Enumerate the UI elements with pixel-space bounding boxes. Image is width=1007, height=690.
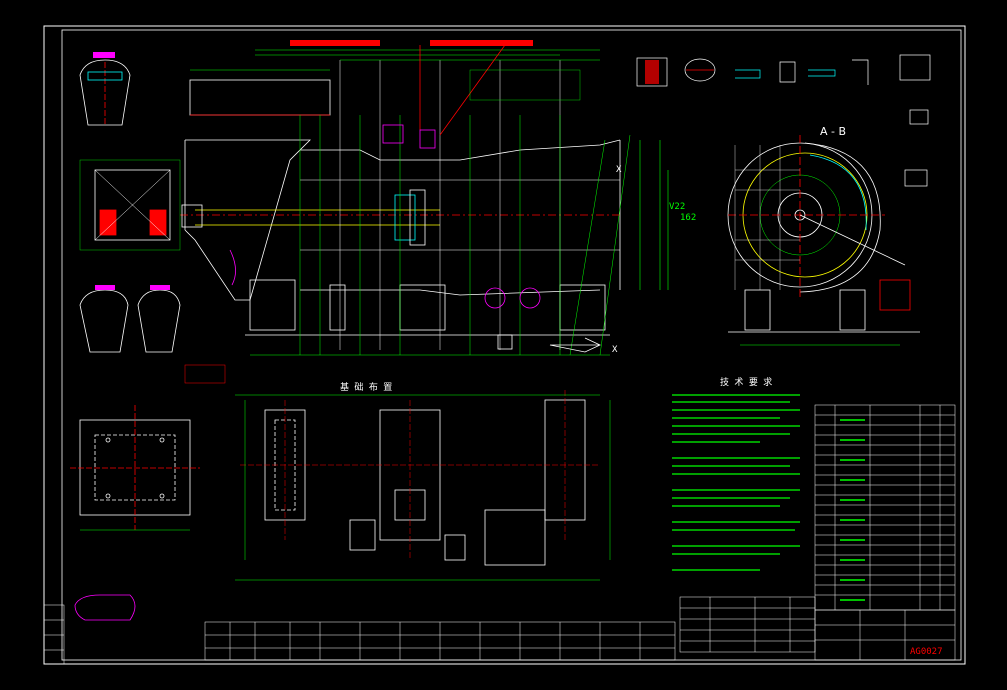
x-mark-label: X (612, 345, 618, 355)
dim-v22: V22 (669, 202, 685, 212)
left-margin-stamp (43, 604, 65, 665)
left-detail-views (70, 52, 226, 621)
technical-notes (672, 394, 800, 571)
main-elevation-view (180, 40, 669, 356)
title-block (679, 596, 956, 661)
top-right-details (636, 54, 931, 187)
section-ab-view (727, 135, 920, 346)
x-mark-label-upper: X (616, 165, 622, 175)
drawing-number: AG0027 (910, 647, 943, 657)
outer-frame (43, 25, 966, 665)
parts-list-table (814, 404, 956, 611)
foundation-title: 基 础 布 置 (340, 381, 392, 393)
revision-table (204, 621, 676, 661)
dim-162: 162 (680, 213, 696, 223)
foundation-layout (235, 390, 611, 581)
notes-title: 技 术 要 求 (720, 376, 772, 388)
section-ab-label: A - B (820, 125, 846, 138)
